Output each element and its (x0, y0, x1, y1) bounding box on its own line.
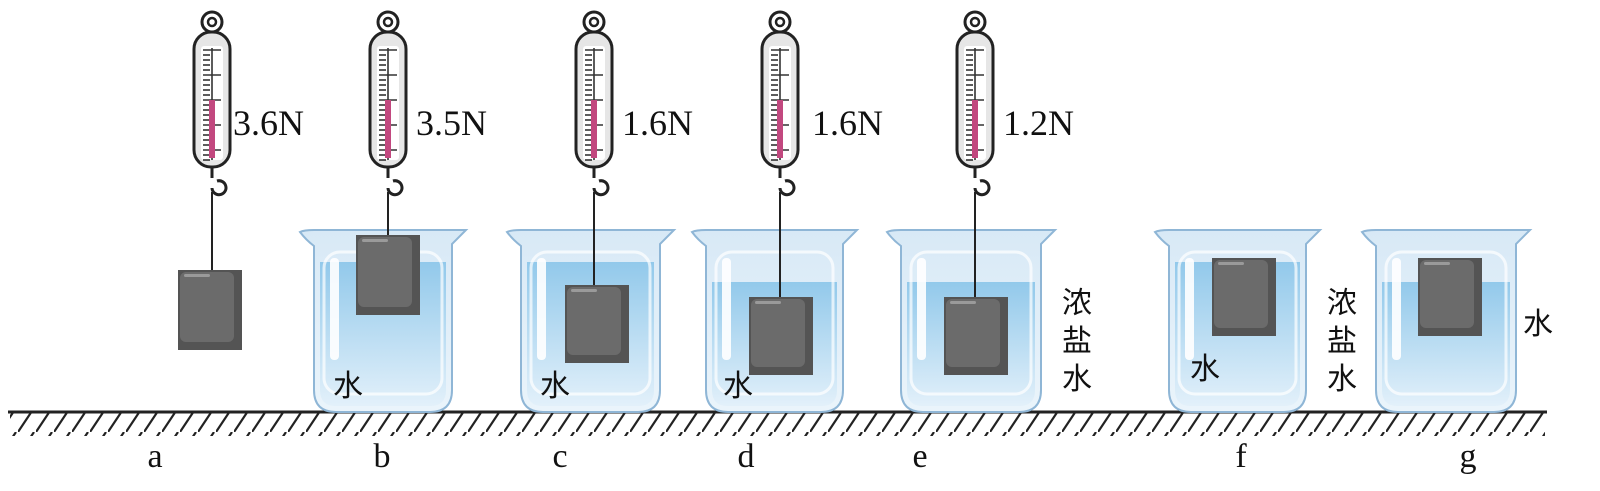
block-d (749, 297, 813, 375)
label-e: e (912, 438, 928, 475)
reading-b: 3.5N (416, 103, 487, 143)
scale-pointer-b (385, 100, 391, 158)
label-g: g (1459, 438, 1477, 475)
ground (8, 410, 1547, 436)
block-a (178, 270, 242, 350)
spring-scale-c (574, 10, 614, 197)
spring-scale-b (368, 10, 408, 197)
spring-scale-d (760, 10, 800, 197)
scale-pointer-e (972, 100, 978, 158)
label-a: a (147, 438, 163, 475)
label-b: b (373, 438, 391, 475)
block-c (565, 285, 629, 363)
reading-c: 1.6N (622, 103, 693, 143)
hook-e (973, 167, 991, 197)
spring-scale-a (192, 10, 232, 197)
liquid-label-between-f-g: 浓盐水 (1327, 286, 1357, 397)
hook-b (386, 167, 404, 197)
liquid-label-d: 水 (723, 369, 753, 404)
hook-a (210, 167, 228, 197)
liquid-label-e: 浓盐水 (1062, 286, 1092, 397)
block-g (1418, 258, 1482, 336)
liquid-label-f: 水 (1190, 352, 1220, 387)
label-d: d (737, 438, 755, 475)
liquid-label-b: 水 (333, 369, 363, 404)
hook-d (778, 167, 796, 197)
scale-pointer-a (209, 100, 215, 158)
liquid-label-c: 水 (540, 369, 570, 404)
reading-e: 1.2N (1003, 103, 1074, 143)
spring-scale-e (955, 10, 995, 197)
scale-pointer-d (777, 100, 783, 158)
reading-a: 3.6N (233, 103, 304, 143)
label-f: f (1235, 438, 1247, 475)
scale-pointer-c (591, 100, 597, 158)
reading-d: 1.6N (812, 103, 883, 143)
block-e (944, 297, 1008, 375)
block-f (1212, 258, 1276, 336)
block-b (356, 235, 420, 315)
label-c: c (552, 438, 568, 475)
hook-c (592, 167, 610, 197)
liquid-label-g: 水 (1523, 307, 1553, 342)
